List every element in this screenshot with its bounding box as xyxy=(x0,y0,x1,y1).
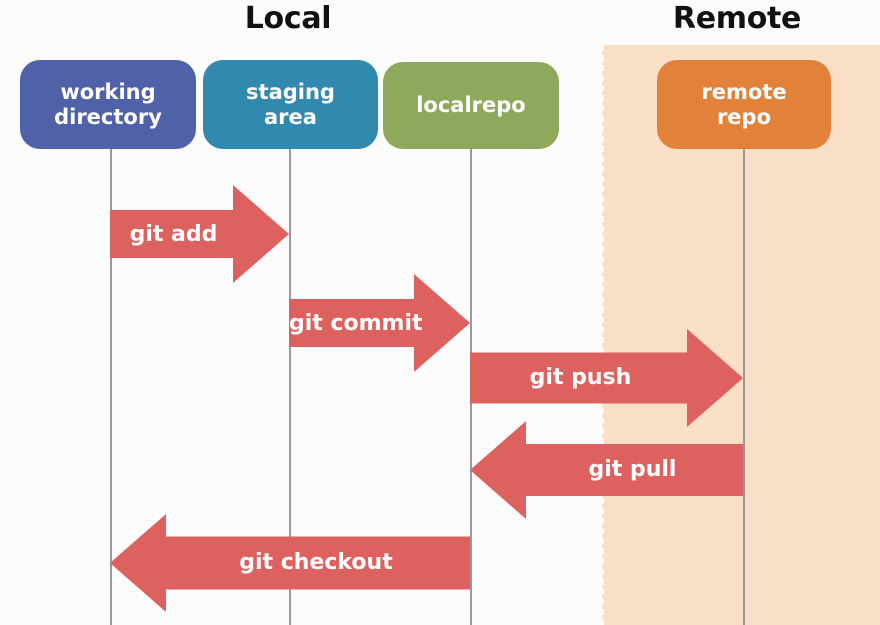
arrow-git-add-label: git add xyxy=(129,221,218,247)
section-heading-remote: Remote xyxy=(672,1,802,36)
arrow-git-add-shaft xyxy=(110,210,234,258)
arrow-git-commit-label: git commit xyxy=(289,310,423,336)
node-localrepo-line1: localrepo xyxy=(416,93,526,117)
arrow-git-push[interactable]: git push xyxy=(470,328,743,427)
arrow-git-pull-head xyxy=(470,420,526,519)
node-remote-repo[interactable]: remote repo xyxy=(657,60,831,149)
lifeline-remote-repo xyxy=(743,140,745,625)
section-heading-local: Local xyxy=(244,1,332,36)
arrow-git-add[interactable]: git add xyxy=(110,185,289,283)
arrow-git-commit-shaft xyxy=(289,299,415,347)
arrow-git-push-shaft xyxy=(470,352,688,403)
lifeline-staging-area xyxy=(289,140,291,625)
node-localrepo[interactable]: localrepo xyxy=(383,62,559,149)
node-staging-area[interactable]: staging area xyxy=(203,60,378,149)
arrow-git-checkout-head xyxy=(110,513,166,612)
node-working-directory-line2: directory xyxy=(54,104,162,129)
node-staging-area-line2: area xyxy=(264,104,317,129)
arrow-git-commit[interactable]: git commit xyxy=(289,274,470,372)
arrow-git-push-label: git push xyxy=(529,365,632,390)
arrow-git-commit-head xyxy=(414,274,470,372)
arrow-git-checkout-label: git checkout xyxy=(239,550,393,575)
arrow-git-push-head xyxy=(687,328,743,427)
arrow-git-checkout-shaft xyxy=(165,536,470,589)
node-remote-repo-line2: repo xyxy=(716,104,772,129)
arrow-git-checkout[interactable]: git checkout xyxy=(110,512,470,613)
node-working-directory[interactable]: working directory xyxy=(20,60,196,149)
arrow-git-pull-shaft xyxy=(525,443,743,496)
node-working-directory-line1: working xyxy=(60,79,156,104)
arrow-git-pull[interactable]: git pull xyxy=(470,420,743,519)
node-remote-repo-line1: remote xyxy=(701,79,787,104)
node-staging-area-line1: staging xyxy=(246,79,335,104)
arrow-git-add-head xyxy=(233,185,289,283)
lifeline-working-directory xyxy=(110,140,112,625)
arrow-git-pull-label: git pull xyxy=(588,457,677,482)
